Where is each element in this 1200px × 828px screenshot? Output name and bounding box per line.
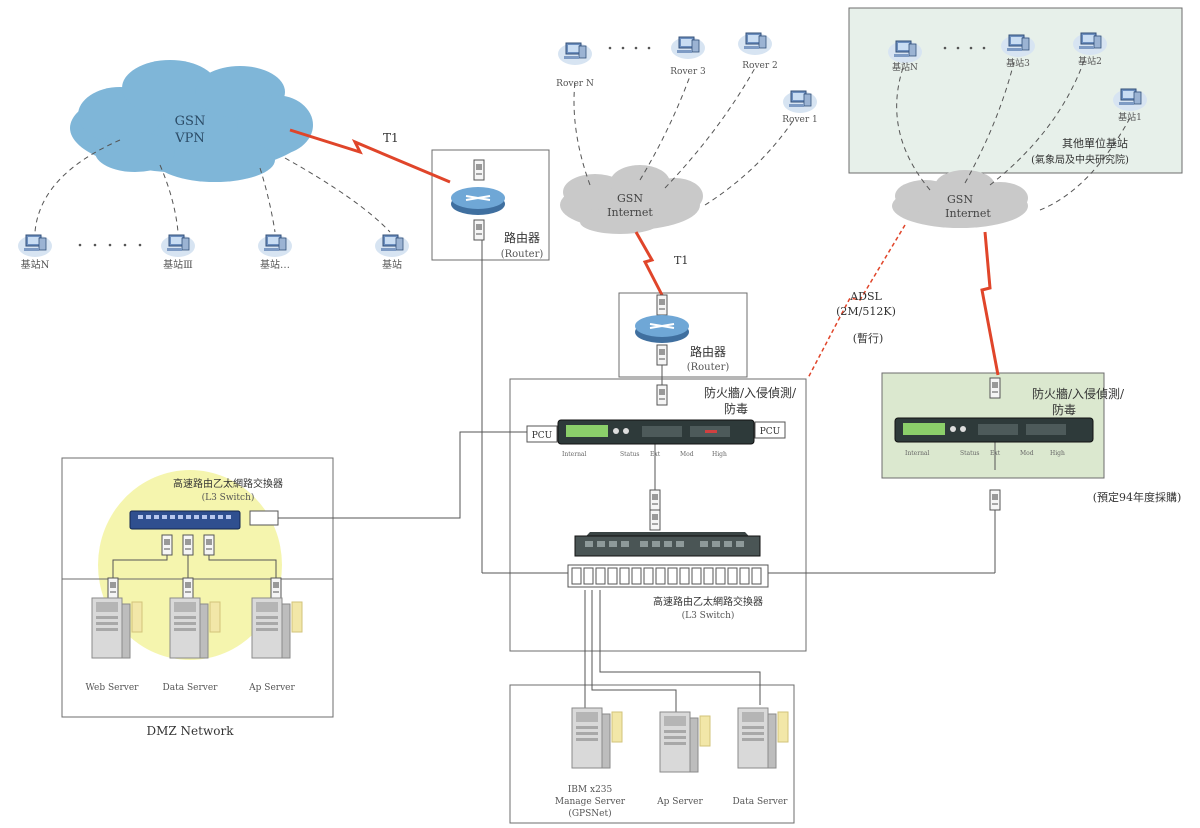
vpn-site-label-2: 基站Ⅲ <box>163 258 193 271</box>
dmz-server-label-data: Data Server <box>163 683 219 693</box>
rovers-cloud-label-2: Internet <box>607 206 653 219</box>
svg-text:Status: Status <box>960 450 979 457</box>
router-center-icon <box>634 314 690 344</box>
remote-cloud-label-2: Internet <box>945 207 991 220</box>
firewall-planned-label-1: 防火牆/入侵偵測/ <box>1032 386 1125 401</box>
core-switch-label-cn: 高速路由乙太網路交換器 <box>653 595 763 608</box>
vpn-cloud-label-1: GSN <box>175 114 206 129</box>
rover-label-1: Rover 1 <box>782 115 818 125</box>
svg-text:Internal: Internal <box>905 450 930 457</box>
firewall-planned-device: Internal Status Ext Mod High <box>894 417 1094 457</box>
internal-server3-label: Data Server <box>733 797 789 807</box>
t1-link-internet <box>634 231 664 296</box>
svg-text:Mod: Mod <box>680 451 694 458</box>
dmz-box <box>61 457 334 718</box>
link-remote-firewall <box>980 231 1000 376</box>
dmz-server-label-ap: Ap Server <box>248 683 295 693</box>
dmz-switch-label-en: (L3 Switch) <box>202 492 255 503</box>
remote-cloud-label-1: GSN <box>947 193 973 206</box>
dmz-switch-label-cn: 高速路由乙太網路交換器 <box>173 477 283 490</box>
svg-text:Internal: Internal <box>562 451 587 458</box>
dmz-network-title: DMZ Network <box>147 724 235 738</box>
core-switch-device <box>567 532 769 588</box>
internal-server1-label-1: IBM x235 <box>568 785 613 795</box>
internal-server1-label-2: Manage Server <box>555 797 626 807</box>
svg-text:Ext: Ext <box>990 450 1001 457</box>
remote-group-title-1: 其他單位基站 <box>1062 136 1128 150</box>
svg-text:Status: Status <box>620 451 639 458</box>
core-network-box <box>509 378 807 652</box>
router-left-label-en: (Router) <box>501 249 544 260</box>
router-left-icon <box>450 186 506 216</box>
rover-label-n: Rover N <box>556 79 594 89</box>
svg-text:High: High <box>1050 450 1065 457</box>
remote-internet-cloud <box>892 170 1028 228</box>
adsl-label-1: ADSL <box>849 290 882 303</box>
dmz-switch-device <box>129 510 279 530</box>
vpn-site-icons <box>17 234 410 258</box>
dmz-server-label-web: Web Server <box>86 683 140 693</box>
adsl-label-3: (暫行) <box>853 331 884 345</box>
svg-text:Mod: Mod <box>1020 450 1034 457</box>
firewall-planned-label-2: 防毒 <box>1052 402 1076 417</box>
vpn-site-label-1: 基站N <box>21 258 50 271</box>
svg-text:High: High <box>712 451 727 458</box>
internal-server2-label: Ap Server <box>656 797 703 807</box>
pcu-right-label: PCU <box>760 427 781 437</box>
firewall-main-label-1: 防火牆/入侵偵測/ <box>704 385 797 400</box>
vpn-site-label-3: 基站… <box>260 258 290 271</box>
remote-station-label-2: 基站2 <box>1078 55 1102 67</box>
router-left-label-cn: 路由器 <box>504 230 540 245</box>
rover-label-3: Rover 3 <box>670 67 706 77</box>
t1-label-vpn: T1 <box>383 131 399 145</box>
core-switch-label-en: (L3 Switch) <box>682 610 735 621</box>
firewall-main-label-2: 防毒 <box>724 401 748 416</box>
pcu-left-label: PCU <box>532 431 553 441</box>
firewall-planned-note: (預定94年度採購) <box>1093 490 1182 504</box>
remote-station-label-3: 基站3 <box>1006 57 1030 69</box>
internal-servers-box <box>509 684 795 824</box>
t1-label-internet: T1 <box>674 254 688 267</box>
vpn-cloud-label-2: VPN <box>174 131 205 146</box>
router-center-label-en: (Router) <box>687 362 730 373</box>
rover-label-2: Rover 2 <box>742 61 778 71</box>
vpn-cloud <box>70 60 313 182</box>
dmz-server-icons <box>91 597 303 659</box>
firewall-main-device: Internal Status Ext Mod High <box>557 419 755 458</box>
svg-text:Ext: Ext <box>650 451 661 458</box>
router-center-label-cn: 路由器 <box>690 344 726 359</box>
t1-link-vpn <box>289 128 451 184</box>
remote-group-title-2: (氣象局及中央研究院) <box>1031 153 1129 166</box>
rovers-cloud-label-1: GSN <box>617 192 643 205</box>
internal-server-icons <box>571 707 789 773</box>
remote-station-label-n: 基站N <box>892 61 918 73</box>
router-left-box <box>431 149 550 261</box>
internal-server1-label-3: (GPSNet) <box>568 808 611 819</box>
vpn-site-label-4: 基站 <box>382 258 402 271</box>
adsl-label-2: (2M/512K) <box>836 305 896 318</box>
rovers-internet-cloud <box>560 165 703 234</box>
router-center-box <box>618 292 748 378</box>
adsl-link <box>807 224 906 379</box>
remote-station-label-1: 基站1 <box>1118 111 1142 123</box>
